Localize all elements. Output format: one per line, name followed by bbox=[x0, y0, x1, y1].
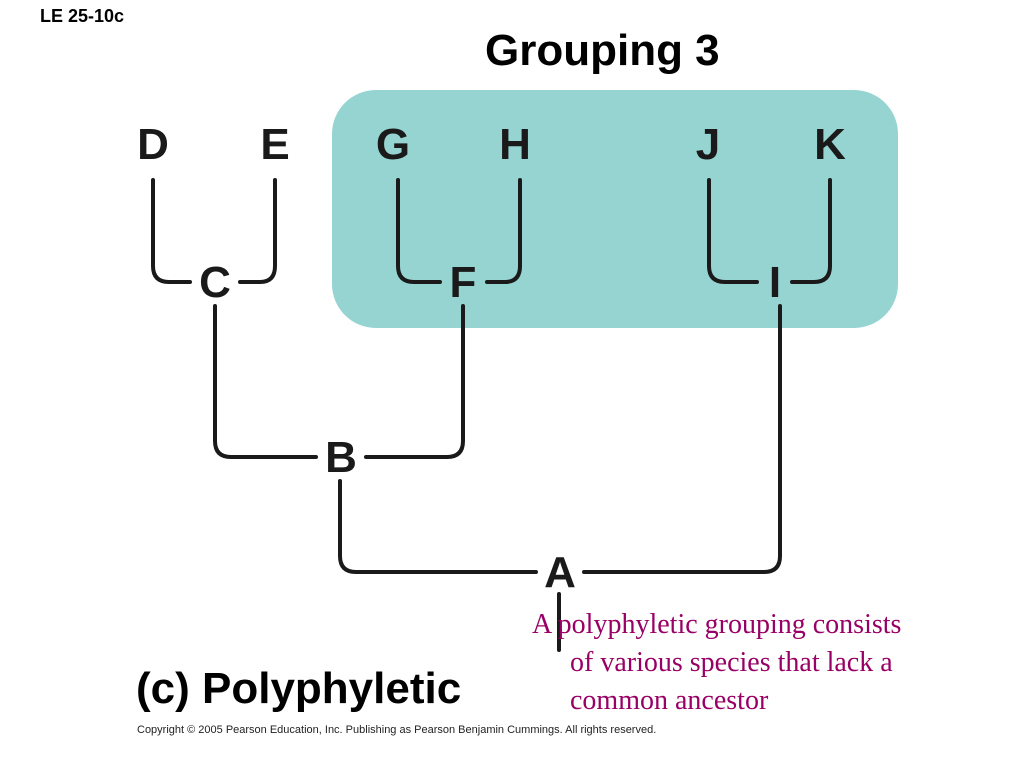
branch-b-cf bbox=[213, 304, 465, 459]
node-label-d: D bbox=[137, 120, 169, 169]
branch-i-jk bbox=[707, 178, 832, 284]
branch-f-gh bbox=[396, 178, 522, 284]
note-line-1: A polyphyletic grouping consists bbox=[532, 609, 902, 640]
grouping-highlight bbox=[332, 90, 898, 328]
branch-a-bi bbox=[338, 304, 782, 574]
node-label-h: H bbox=[499, 120, 531, 169]
polyphyletic-note: A polyphyletic grouping consists of vari… bbox=[532, 606, 982, 720]
figure-caption: (c) Polyphyletic bbox=[136, 664, 462, 713]
node-label-i: I bbox=[769, 258, 781, 307]
note-line-2: of various species that lack a bbox=[570, 647, 893, 678]
node-label-b: B bbox=[325, 433, 357, 482]
branch-c-de bbox=[151, 178, 277, 284]
page-title: Grouping 3 bbox=[485, 26, 720, 75]
note-line-3: common ancestor bbox=[570, 685, 769, 716]
node-label-j: J bbox=[696, 120, 720, 169]
slide-label: LE 25-10c bbox=[40, 6, 125, 26]
node-label-a: A bbox=[544, 548, 576, 597]
node-label-g: G bbox=[376, 120, 410, 169]
node-label-e: E bbox=[260, 120, 289, 169]
node-label-k: K bbox=[814, 120, 846, 169]
node-label-f: F bbox=[450, 258, 477, 307]
copyright-notice: Copyright © 2005 Pearson Education, Inc.… bbox=[137, 724, 657, 736]
node-label-c: C bbox=[199, 258, 231, 307]
